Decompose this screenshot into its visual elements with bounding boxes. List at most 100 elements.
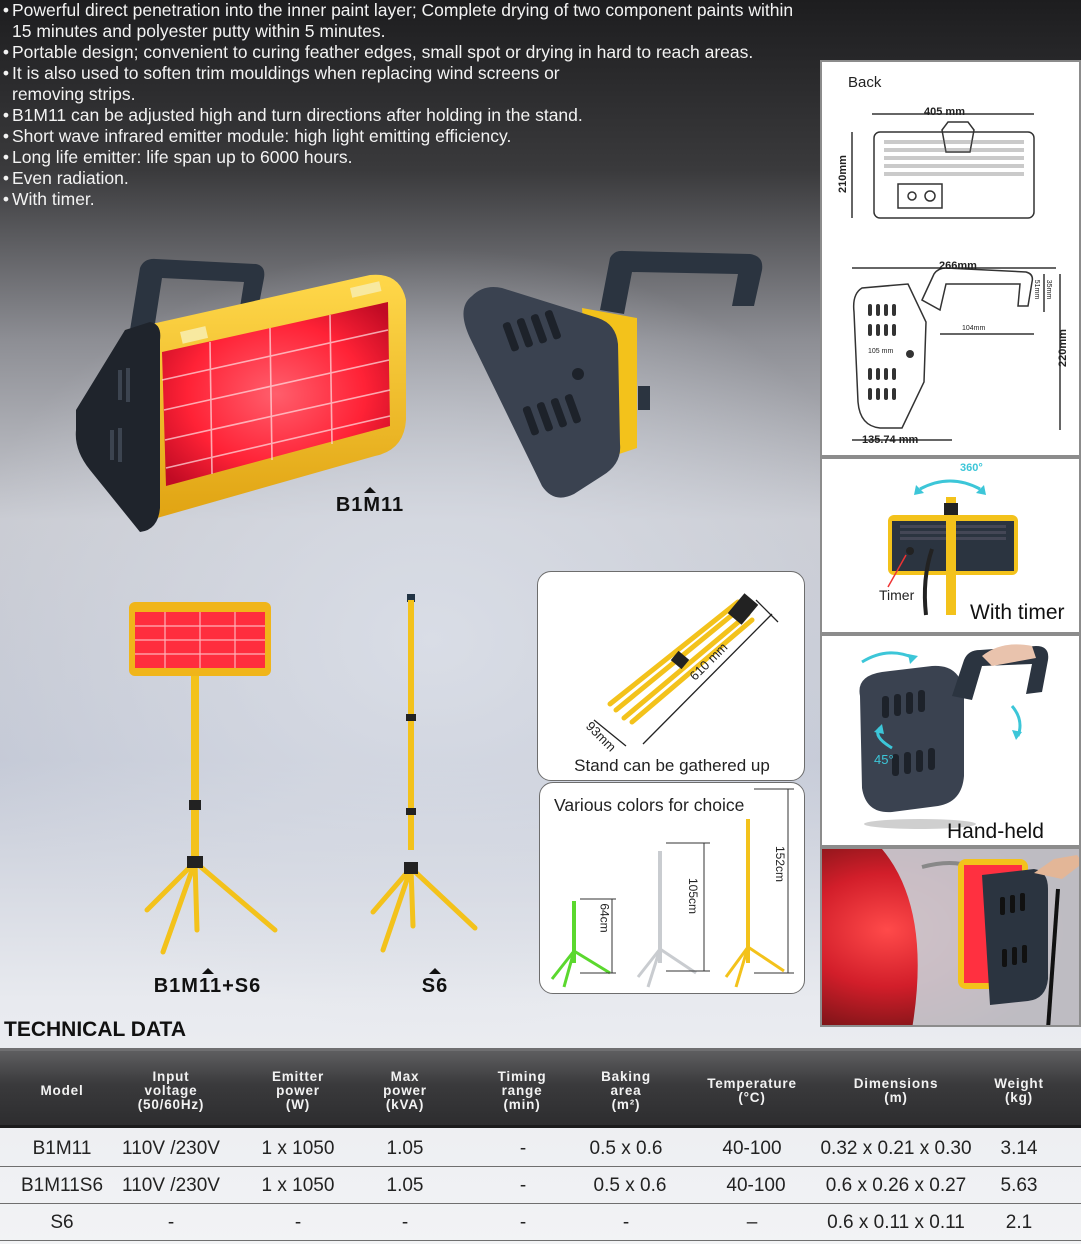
height-152-label: 152cm xyxy=(773,845,788,883)
heater-front-image xyxy=(75,258,406,532)
cell-dimensions: 0.32 x 0.21 x 0.30 xyxy=(820,1137,972,1159)
header-weight: Weight (kg) xyxy=(994,1076,1044,1105)
header-baking-area: Baking area (m²) xyxy=(601,1069,651,1112)
cell-baking-area: 0.5 x 0.6 xyxy=(593,1174,667,1196)
dimension-diagram-panel: Back xyxy=(820,60,1081,457)
height-right-label: 220mm xyxy=(1056,329,1069,367)
cell-timing: - xyxy=(519,1174,527,1196)
triangle-marker-icon xyxy=(429,968,441,974)
cell-emitter: 1 x 1050 xyxy=(261,1174,335,1196)
feature-text: Even radiation. xyxy=(12,168,129,188)
cell-dimensions: 0.6 x 0.26 x 0.27 xyxy=(825,1174,967,1196)
handle-width-label: 104mm xyxy=(962,325,986,332)
cell-emitter: 1 x 1050 xyxy=(261,1137,335,1159)
label-s6: S6 xyxy=(400,968,470,998)
feature-list: •Powerful direct penetration into the in… xyxy=(0,0,800,210)
stand-s6-image xyxy=(370,594,478,953)
header-emitter: Emitter power (W) xyxy=(271,1069,325,1112)
cell-voltage: 110V /230V xyxy=(122,1174,220,1196)
cell-timing: - xyxy=(519,1211,527,1233)
height-105-label: 105cm xyxy=(686,877,701,915)
header-dimensions: Dimensions (m) xyxy=(853,1076,939,1105)
colors-box: Various colors for choice 64cm 105cm 152… xyxy=(539,782,805,994)
bullet-icon: • xyxy=(2,42,10,62)
depth-label: 135.74 mm xyxy=(862,434,919,446)
handheld-panel: 45° Hand-held xyxy=(820,634,1081,847)
feature-text: B1M11 can be adjusted high and turn dire… xyxy=(12,105,583,125)
cell-voltage: - xyxy=(167,1211,175,1233)
cell-max-power: 1.05 xyxy=(386,1137,424,1159)
width-top-label: 405 mm xyxy=(924,106,965,118)
folded-stand-image xyxy=(593,593,779,747)
cell-temperature: – xyxy=(746,1211,758,1233)
feature-item: •With timer. xyxy=(0,189,800,210)
angle-label: 45° xyxy=(874,752,894,767)
handle-h1-label: 51mm xyxy=(1033,279,1041,300)
header-model: Model xyxy=(40,1083,84,1098)
table-row: B1M11 110V /230V 1 x 1050 1.05 - 0.5 x 0… xyxy=(0,1130,1081,1167)
feature-item: •Powerful direct penetration into the in… xyxy=(0,0,800,42)
heater-on-stand-image xyxy=(129,602,278,955)
inner-width-label: 105 mm xyxy=(868,348,894,355)
handle-h2-label: 35mm xyxy=(1045,279,1053,300)
technical-data-title: TECHNICAL DATA xyxy=(4,1018,186,1041)
bullet-icon: • xyxy=(2,105,10,125)
table-row: S6 - - - - - – 0.6 x 0.11 x 0.11 2.1 xyxy=(0,1204,1081,1241)
bullet-icon: • xyxy=(2,189,10,209)
rotation-label: 360° xyxy=(960,462,983,474)
table-header: Model Input voltage (50/60Hz) Emitter po… xyxy=(0,1048,1081,1128)
bullet-icon: • xyxy=(2,0,10,20)
technical-data-table: Model Input voltage (50/60Hz) Emitter po… xyxy=(0,1048,1081,1244)
bullet-icon: • xyxy=(2,168,10,188)
side-width-label: 266mm xyxy=(939,260,977,272)
cell-emitter: - xyxy=(294,1211,302,1233)
feature-text: Powerful direct penetration into the inn… xyxy=(12,0,794,41)
label-b1m11: B1M11 xyxy=(325,487,415,517)
cell-temperature: 40-100 xyxy=(726,1174,786,1196)
cell-timing: - xyxy=(519,1137,527,1159)
feature-text: Portable design; convenient to curing fe… xyxy=(12,42,754,62)
colors-caption: Various colors for choice xyxy=(554,795,745,815)
feature-item: •Long life emitter: life span up to 6000… xyxy=(0,147,800,168)
handheld-image xyxy=(859,644,1049,829)
cell-dimensions: 0.6 x 0.11 x 0.11 xyxy=(827,1211,965,1233)
colored-stands-image xyxy=(550,788,794,988)
cell-model: B1M11S6 xyxy=(20,1174,104,1196)
feature-item: •It is also used to soften trim moulding… xyxy=(0,63,800,105)
bullet-icon: • xyxy=(2,147,10,167)
header-timing: Timing range (min) xyxy=(497,1069,547,1112)
feature-text: With timer. xyxy=(12,189,95,209)
triangle-marker-icon xyxy=(201,968,214,974)
stand-caption: Stand can be gathered up xyxy=(574,756,770,775)
feature-text: It is also used to soften trim mouldings… xyxy=(12,63,560,104)
cell-temperature: 40-100 xyxy=(722,1137,782,1159)
cell-voltage: 110V /230V xyxy=(122,1137,220,1159)
feature-item: •Short wave infrared emitter module: hig… xyxy=(0,126,800,147)
header-max-power: Max power (kVA) xyxy=(383,1069,427,1112)
timer-caption: With timer xyxy=(970,601,1065,624)
usage-photo-panel xyxy=(820,847,1081,1027)
label-text: B1M11 xyxy=(335,494,405,516)
table-row: B1M11S6 110V /230V 1 x 1050 1.05 - 0.5 x… xyxy=(0,1167,1081,1204)
cell-model: S6 xyxy=(50,1211,74,1233)
height-left-label: 210mm xyxy=(836,155,849,193)
feature-text: Short wave infrared emitter module: high… xyxy=(12,126,512,146)
feature-item: •B1M11 can be adjusted high and turn dir… xyxy=(0,105,800,126)
timer-image xyxy=(887,479,1018,616)
timer-label: Timer xyxy=(879,587,915,603)
usage-photo xyxy=(822,849,1079,1025)
cell-weight: 5.63 xyxy=(1000,1174,1038,1196)
label-text: B1M11+S6 xyxy=(153,975,262,997)
height-64-label: 64cm xyxy=(597,903,612,933)
bullet-icon: • xyxy=(2,126,10,146)
cell-weight: 3.14 xyxy=(1000,1137,1038,1159)
cell-max-power: 1.05 xyxy=(386,1174,424,1196)
feature-item: •Even radiation. xyxy=(0,168,800,189)
cell-model: B1M11 xyxy=(32,1137,92,1159)
handheld-caption: Hand-held xyxy=(947,820,1044,843)
cell-baking-area: 0.5 x 0.6 xyxy=(589,1137,663,1159)
heater-back-image xyxy=(463,250,763,498)
label-text: S6 xyxy=(421,975,449,997)
label-b1m11-s6: B1M11+S6 xyxy=(140,968,275,998)
bullet-icon: • xyxy=(2,63,10,83)
